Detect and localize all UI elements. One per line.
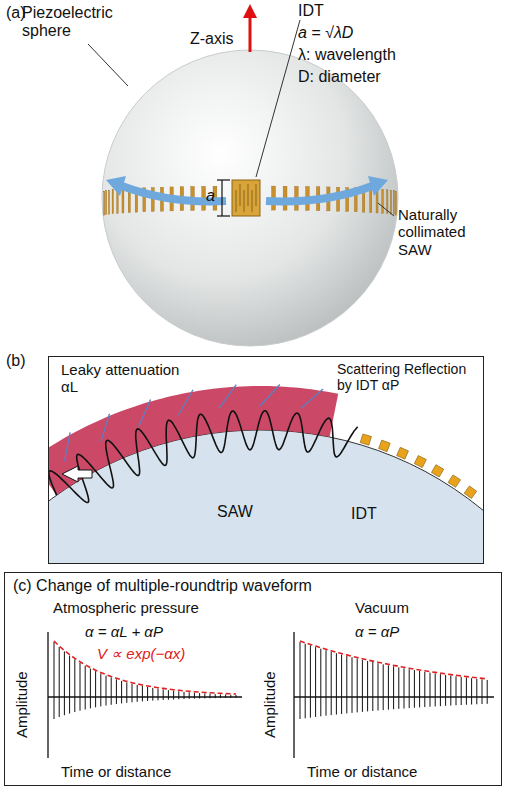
z-axis-arrow xyxy=(243,4,257,52)
axis-label: Amplitude xyxy=(261,671,278,738)
definition: λ: wavelength xyxy=(298,46,396,64)
axis-label: Time or distance xyxy=(61,763,171,780)
axis-label: Amplitude xyxy=(13,671,30,738)
formula: a = √λD xyxy=(298,24,353,42)
annotation: Leaky attenuation αL xyxy=(61,361,196,396)
part-label: IDT xyxy=(351,505,377,523)
part-label: Naturally collimated SAW xyxy=(398,206,502,258)
definition: D: diameter xyxy=(298,68,381,86)
axis-label: Time or distance xyxy=(307,763,417,780)
part-label: Piezoelectric sphere xyxy=(22,4,122,41)
waveform-panel: (c) Change of multiple-roundtrip wavefor… xyxy=(4,572,502,786)
formula: α = αL + αP xyxy=(85,623,163,640)
plots xyxy=(48,632,494,758)
sphere-section xyxy=(49,384,483,563)
condition: Vacuum xyxy=(355,599,409,616)
annotation: Scattering Reflection by IDT αP xyxy=(337,361,479,393)
panel-title: (c) Change of multiple-roundtrip wavefor… xyxy=(13,577,493,595)
dimension-a xyxy=(217,180,230,216)
piezo-sphere xyxy=(102,50,398,346)
formula: V ∝ exp(−αx) xyxy=(97,645,185,662)
dimension-label: a xyxy=(206,187,215,205)
axis-label: Z-axis xyxy=(190,30,234,48)
section-panel: Leaky attenuation αL SAW IDT Scattering Ref… xyxy=(48,356,484,564)
panel-label: (b) xyxy=(6,352,26,370)
wave-label: SAW xyxy=(217,503,253,521)
formula: α = αP xyxy=(355,623,399,640)
idt xyxy=(232,180,260,216)
part-label: IDT xyxy=(298,2,324,20)
condition: Atmospheric pressure xyxy=(53,599,199,616)
